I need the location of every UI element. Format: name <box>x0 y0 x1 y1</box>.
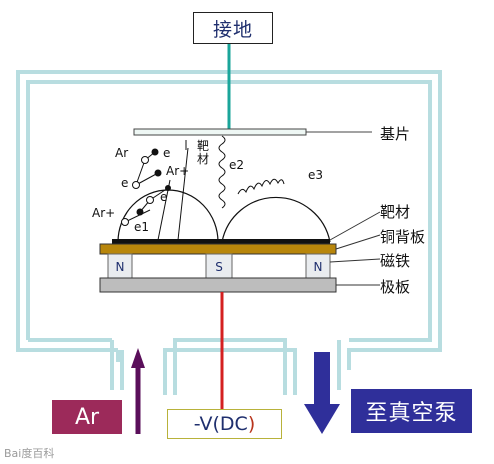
magnet-label-n-right: N <box>314 260 323 274</box>
label-leaders <box>329 211 381 286</box>
vacuum-pump-label: 至真空泵 <box>365 401 458 426</box>
watermark: Bai度百科 <box>4 447 55 460</box>
argon-label: Ar <box>74 404 100 430</box>
target-label: 靶材 <box>380 203 411 221</box>
particles <box>121 148 171 226</box>
electrode-plate-label: 极板 <box>380 278 411 296</box>
substrate-label: 基片 <box>380 125 411 143</box>
electrode-plate <box>99 277 337 293</box>
target-vertical-label: 靶材 <box>197 139 210 166</box>
magnet-label: 磁铁 <box>380 252 411 270</box>
particle-ar-plus-2: Ar+ <box>92 206 116 220</box>
copper-backplate <box>99 243 337 255</box>
particle-e2: e2 <box>229 158 245 172</box>
substrate <box>133 128 307 136</box>
ground-label: 接地 <box>212 18 253 41</box>
target <box>112 239 330 244</box>
particle-e-b: e <box>121 176 129 190</box>
vacuum-chamber <box>16 70 442 395</box>
copper-backplate-label: 铜背板 <box>380 228 426 246</box>
vacuum-pump-box: 至真空泵 <box>351 389 472 433</box>
argon-inlet-box: Ar <box>52 400 122 434</box>
dc-voltage-paren: ) <box>247 413 256 435</box>
dc-voltage-label: -V(DC <box>193 413 248 435</box>
gas-inlet-arrow <box>131 348 145 434</box>
magnet-assembly: N S N <box>107 253 331 279</box>
particle-e-c: e <box>160 190 168 204</box>
pump-outlet-arrow <box>304 352 340 434</box>
dc-voltage-box: -V(DC) <box>167 409 282 439</box>
particle-e-a: e <box>163 146 171 160</box>
particle-e1: e1 <box>134 220 150 234</box>
particle-ar: Ar <box>115 146 129 160</box>
particle-e3: e3 <box>308 168 324 182</box>
magnet-label-s: S <box>215 260 223 274</box>
ground-label-box: 接地 <box>193 12 273 44</box>
particle-ar-plus-1: Ar+ <box>166 164 190 178</box>
magnet-label-n-left: N <box>116 260 125 274</box>
